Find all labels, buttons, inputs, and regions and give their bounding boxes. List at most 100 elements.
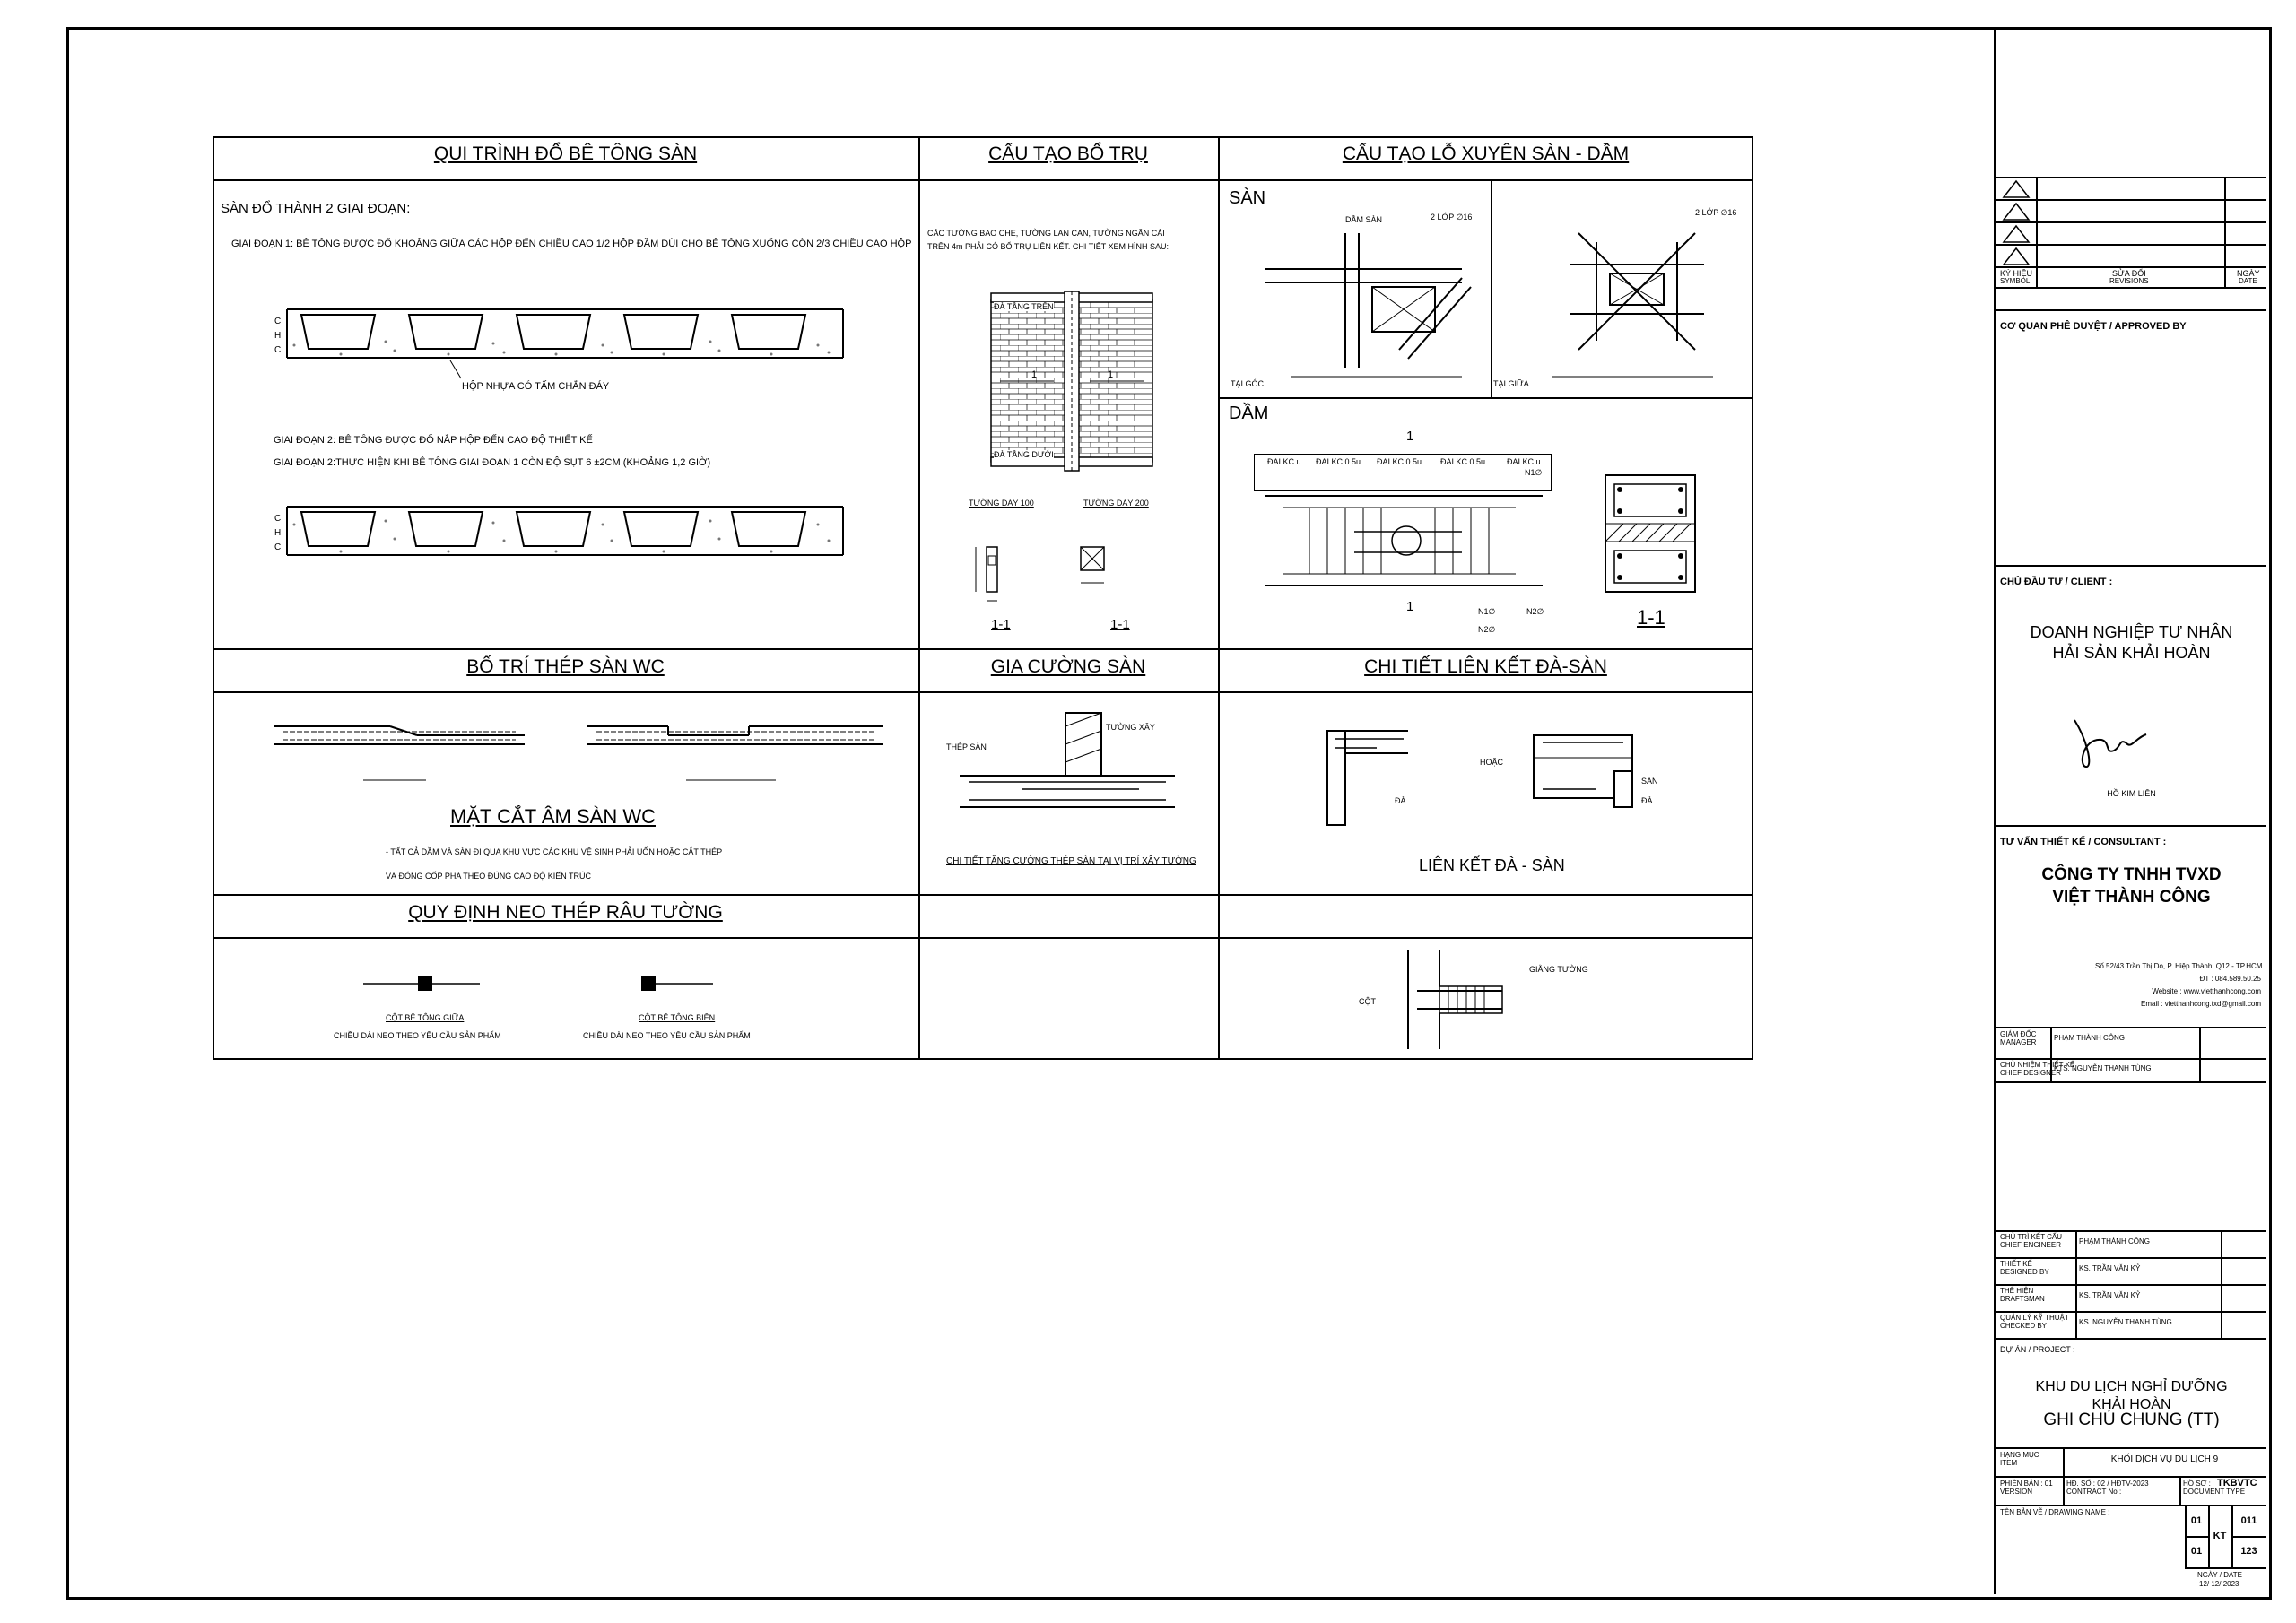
tb-line (1996, 1284, 2266, 1286)
consultant-name-2: VIỆT THÀNH CÔNG (2052, 888, 2211, 907)
rev-line (1996, 287, 2266, 289)
project-label: DỰ ÁN / PROJECT : (2000, 1345, 2075, 1354)
drawing-frame (66, 27, 2272, 1600)
pilaster-section-100 (975, 546, 998, 602)
svg-text:C: C (274, 542, 281, 552)
contract-label-en: CONTRACT No : (2066, 1488, 2122, 1496)
rev-line (1996, 244, 2266, 246)
tb-line (2050, 1027, 2052, 1081)
consultant-address: Số 52/43 Trần Thị Do, P. Hiệp Thành, Q12… (2095, 962, 2263, 970)
wall-anchor-diagram (363, 976, 713, 991)
manager-label: GIÁM ĐỐC (2000, 1030, 2037, 1038)
approved-by-label: CƠ QUAN PHÊ DUYỆT / APPROVED BY (2000, 321, 2187, 332)
dai-kc-label: ĐAI KC 0.5u (1377, 457, 1422, 466)
project-name-2: KHẢI HOÀN (2092, 1397, 2171, 1412)
cot-giua-label: CỘT BÊ TÔNG GIỮA (386, 1013, 465, 1022)
chieu-dai-label: CHIỀU DÀI NEO THEO YÊU CẦU SẢN PHẨM (334, 1031, 501, 1040)
tb-line (2199, 1027, 2201, 1081)
section-title-qui-trinh: QUI TRÌNH ĐỔ BÊ TÔNG SÀN (433, 143, 698, 164)
rebar-label: 2 LỚP ∅16 (1695, 208, 1737, 217)
section-label: 1-1 (991, 617, 1011, 632)
wc-note-1: - TẤT CẢ DẦM VÀ SÀN ĐI QUA KHU VỰC CÁC K… (386, 847, 723, 856)
n1-label: N1∅ (1525, 468, 1543, 477)
consultant-website: Website : www.vietthanhcong.com (2152, 987, 2261, 995)
grid-line (918, 136, 920, 1060)
n1-label: N1∅ (1478, 607, 1496, 616)
revision-triangle-icons (2002, 179, 2031, 265)
tb-line (1996, 1027, 2266, 1028)
svg-text:H: H (274, 331, 281, 341)
grid-line (1218, 397, 1753, 399)
qui-trinh-phase2a: GIAI ĐOẠN 2: BÊ TÔNG ĐƯỢC ĐỔ NẮP HỘP ĐẾN… (274, 435, 593, 446)
rev-line (2224, 177, 2226, 287)
thep-san-label: THÉP SÀN (946, 742, 987, 751)
tb-line (1996, 1505, 2266, 1506)
tb-line (2231, 1536, 2266, 1538)
date-label: NGÀY / DATE (2197, 1571, 2242, 1579)
consultant-phone: ĐT : 084.589.50.25 (2199, 975, 2261, 983)
section-mark: 1 (1406, 429, 1414, 444)
wall-100-label: TƯỜNG DÀY 100 (969, 499, 1034, 508)
section-title-lo-xuyen: CẤU TẠO LỖ XUYÊN SÀN - DẦM (1342, 143, 1630, 164)
consultant-label: TƯ VẤN THIẾT KẾ / CONSULTANT : (2000, 837, 2167, 847)
rev-line (2036, 177, 2038, 287)
brick-wall-elevation (990, 291, 1153, 472)
draftsman-name: KS. TRẦN VĂN KỶ (2079, 1291, 2141, 1299)
client-signature (2074, 719, 2147, 768)
chief-designer-name: KTS. NGUYỄN THANH TÙNG (2054, 1064, 2152, 1072)
wall-tie-detail (1407, 950, 1503, 1049)
svg-text:C: C (274, 345, 281, 355)
sheet-no: 01 (2190, 1546, 2203, 1557)
detail-sheet (213, 136, 1753, 1060)
rev-line (1996, 199, 2266, 201)
tb-line (1996, 825, 2266, 827)
item-value: KHỐI DỊCH VỤ DU LỊCH 9 (2110, 1454, 2219, 1464)
svg-text:H: H (274, 528, 281, 538)
section-mark: 1 (1108, 369, 1114, 380)
section-title-bo-tru: CẤU TẠO BỔ TRỤ (988, 143, 1148, 164)
cot-bien-label: CỘT BÊ TÔNG BIÊN (639, 1013, 716, 1022)
section-title-lien-ket: CHI TIẾT LIÊN KẾT ĐÀ-SÀN (1364, 656, 1607, 677)
checked-label: QUẢN LÝ KỸ THUẬT (2000, 1314, 2069, 1322)
chief-designer-label: CHỦ NHIỆM THIẾT KẾ (2000, 1061, 2075, 1069)
chief-eng-name: PHẠM THÀNH CÔNG (2079, 1237, 2150, 1245)
rev-line (1996, 221, 2266, 223)
section-label: 1-1 (1110, 617, 1130, 632)
doc-type-value: TKBVTC (2217, 1478, 2257, 1488)
doc-type-label-en: DOCUMENT TYPE (2183, 1488, 2246, 1496)
qui-trinh-phase1: GIAI ĐOẠN 1: BÊ TÔNG ĐƯỢC ĐỔ KHOẢNG GIỮA… (231, 239, 912, 249)
tuong-xay-label: TƯỜNG XÂY (1106, 723, 1155, 732)
da-tang-duoi: ĐÀ TẦNG DƯỚI (994, 450, 1054, 459)
dam-label: DẦM (1229, 404, 1269, 423)
wall-200-label: TƯỜNG DÀY 200 (1083, 499, 1149, 508)
da-tang-tren: ĐÀ TẦNG TRÊN (994, 302, 1054, 311)
project-name-1: KHU DU LỊCH NGHỈ DƯỠNG (2035, 1379, 2228, 1394)
qui-trinh-intro: SÀN ĐỔ THÀNH 2 GIAI ĐOẠN: (221, 201, 411, 216)
drawing-title: GHI CHÚ CHUNG (TT) (2043, 1410, 2220, 1429)
n2-label: N2∅ (1478, 625, 1496, 634)
wc-subtitle: MẶT CẮT ÂM SÀN WC (450, 805, 656, 828)
tb-line (2221, 1230, 2222, 1338)
draftsman-label: THỂ HIỆN (2000, 1287, 2034, 1295)
client-name-1: DOANH NGHIỆP TƯ NHÂN (2030, 623, 2233, 641)
lien-ket-caption: LIÊN KẾT ĐÀ - SÀN (1419, 856, 1565, 874)
chief-eng-label-en: CHIEF ENGINEER (2000, 1241, 2062, 1249)
pilaster-section-200 (1080, 546, 1105, 584)
grid-line (213, 937, 1753, 939)
grid-line (1491, 179, 1492, 397)
dam-san-label: DẦM SÀN (1345, 215, 1383, 224)
rev-line (1996, 309, 2266, 311)
tb-line (2185, 1536, 2208, 1538)
manager-label-en: MANAGER (2000, 1038, 2037, 1046)
tb-line (2075, 1230, 2077, 1338)
tb-line (2179, 1476, 2181, 1505)
sheet-no: 011 (2240, 1515, 2257, 1526)
section-title-gia-cuong: GIA CƯỜNG SÀN (990, 656, 1146, 677)
qui-trinh-phase2b: GIAI ĐOẠN 2:THỰC HIỆN KHI BÊ TÔNG GIAI Đ… (274, 457, 711, 468)
checked-label-en: CHECKED BY (2000, 1322, 2048, 1330)
section-title-bo-tri-thep: BỐ TRÍ THÉP SÀN WC (466, 656, 665, 677)
waffle-slab-section-1: C H C (274, 308, 844, 359)
version-label: PHIÊN BẢN : 01 (2000, 1480, 2053, 1488)
tb-line (1996, 1257, 2266, 1259)
dai-kc-label: ĐAI KC u (1267, 457, 1301, 466)
